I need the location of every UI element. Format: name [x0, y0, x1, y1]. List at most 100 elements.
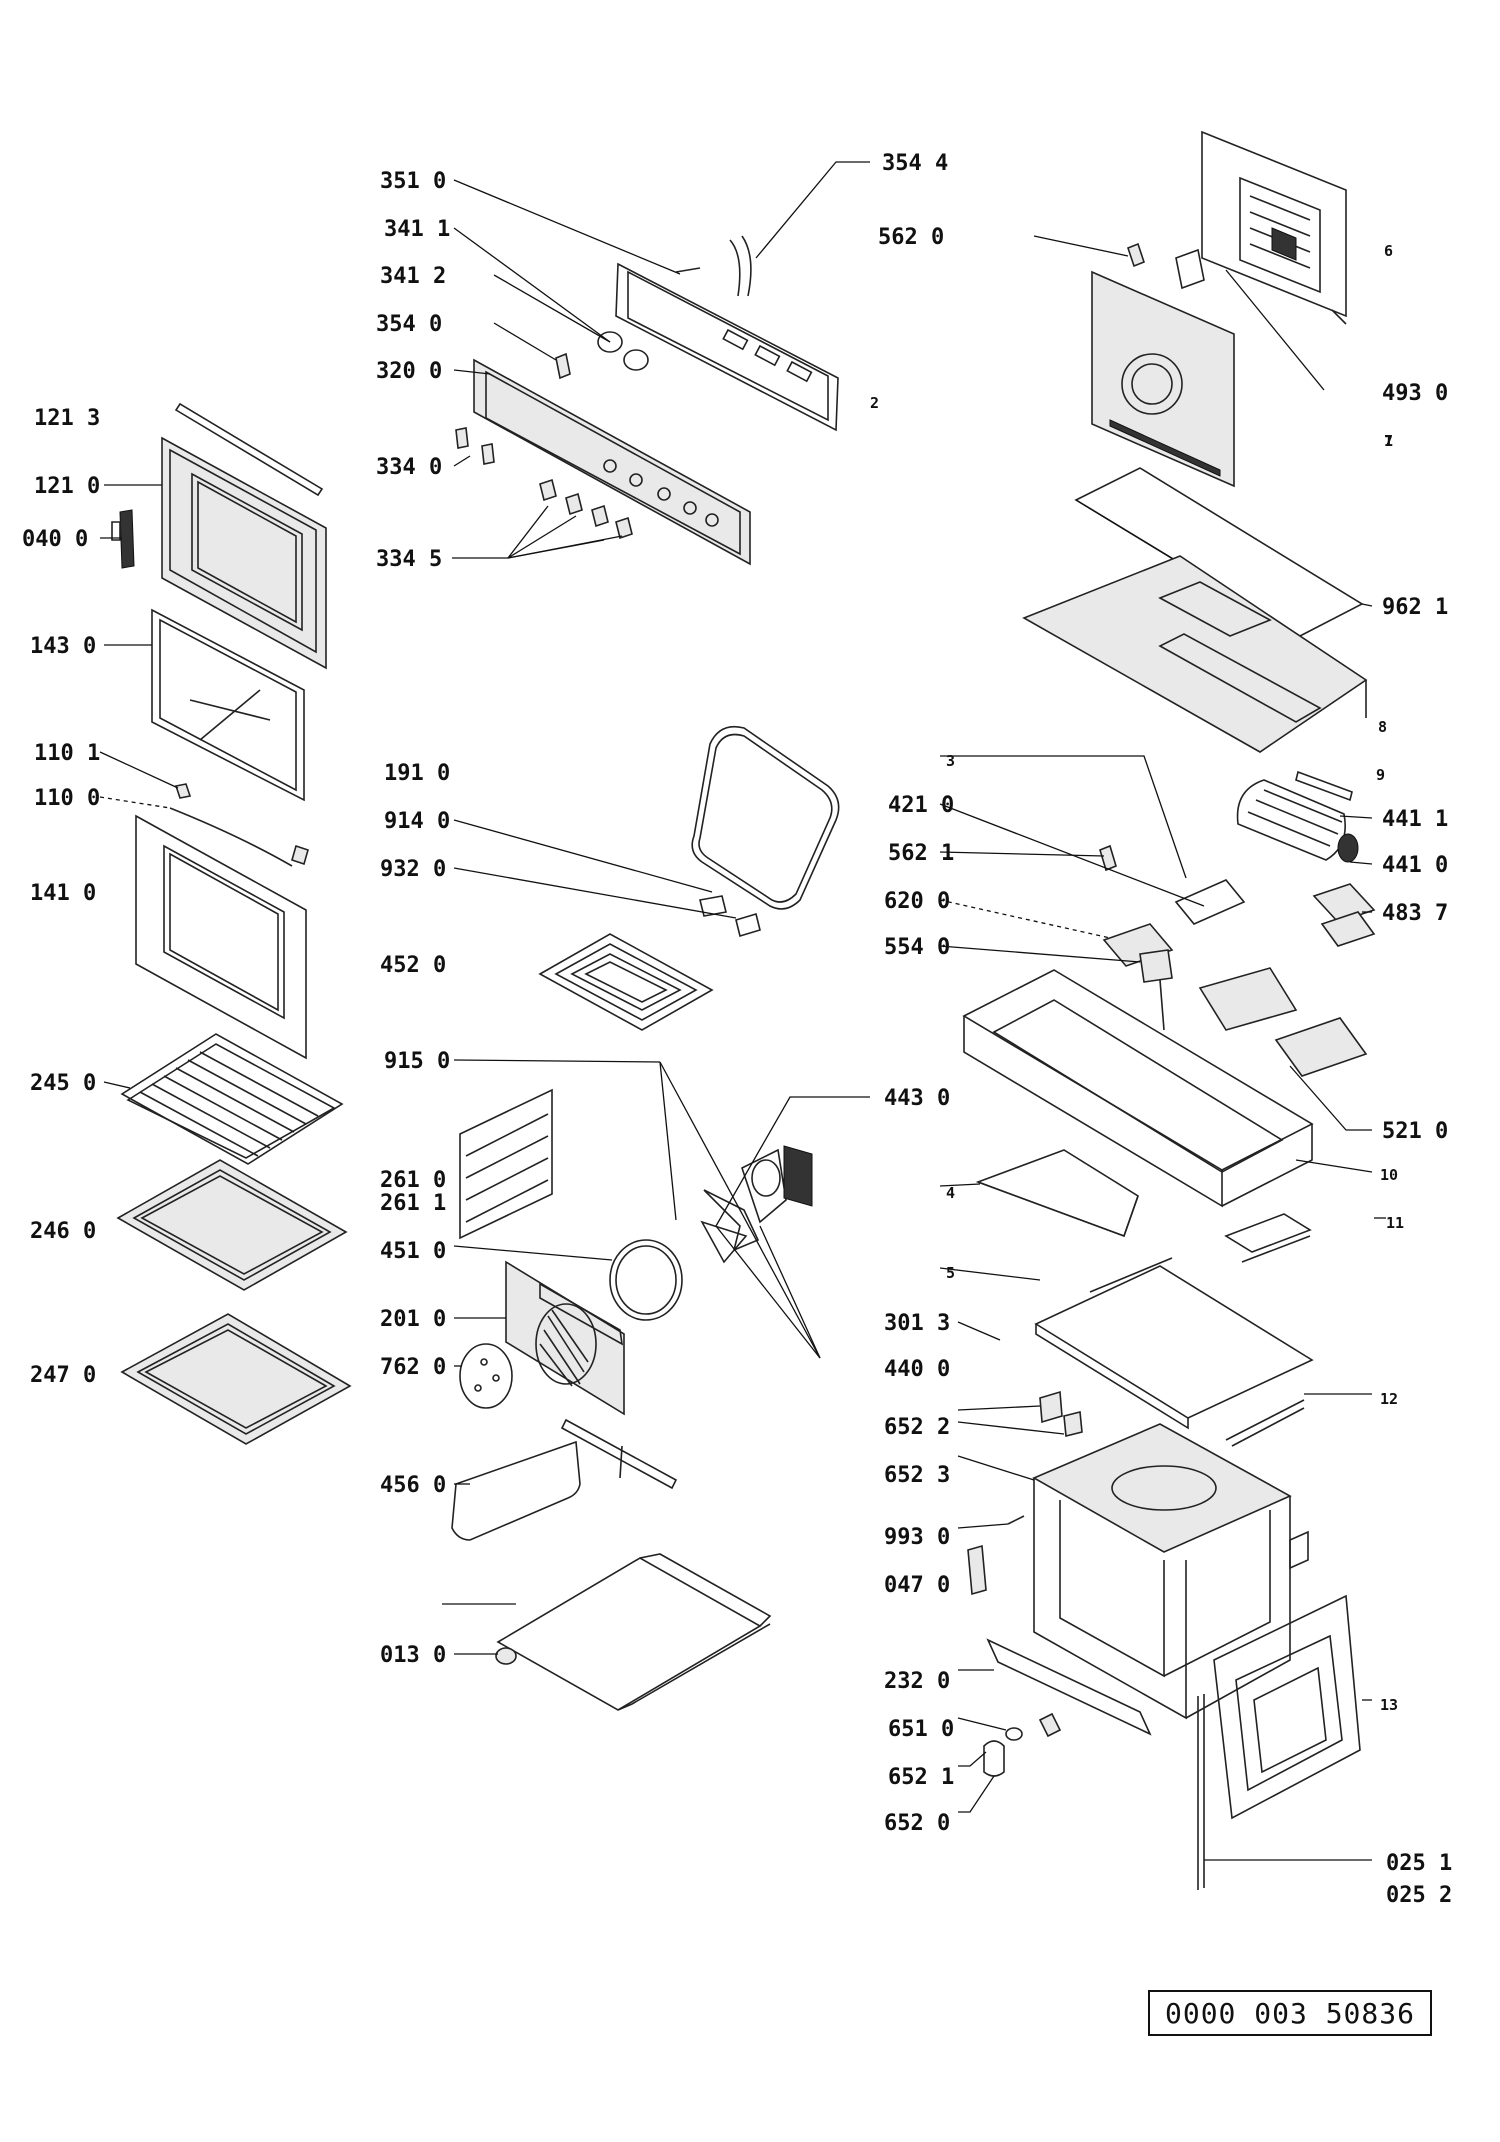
label-121-3: 121 3: [34, 406, 100, 431]
switches-620: [1099, 844, 1246, 967]
label-562-1: 562 1: [888, 841, 954, 866]
label-341-2: 341 2: [380, 264, 446, 289]
baking-tray-247: [120, 1313, 352, 1445]
label-652-1: 652 1: [888, 1765, 954, 1790]
label-456-0: 456 0: [380, 1473, 446, 1498]
bracket-11: [1224, 1213, 1312, 1263]
label-521-0: 521 0: [1382, 1119, 1448, 1144]
label-110-0: 110 0: [34, 786, 100, 811]
marker-7: 7: [1384, 432, 1393, 450]
label-915-0: 915 0: [384, 1049, 450, 1074]
bottom-panel-013: [495, 1553, 772, 1711]
label-441-1: 441 1: [1382, 807, 1448, 832]
label-483-7: 483 7: [1382, 901, 1448, 926]
label-191-0: 191 0: [384, 761, 450, 786]
assembly-markers: 1 2 3 4 5 6 7 8 9 10 11 12 13: [870, 242, 1404, 1714]
thermostat-554: [1139, 949, 1173, 1031]
label-652-0: 652 0: [884, 1811, 950, 1836]
top-panel-456: [451, 1418, 678, 1541]
label-652-3: 652 3: [884, 1463, 950, 1488]
label-914-0: 914 0: [384, 809, 450, 834]
marker-12: 12: [1380, 1390, 1398, 1408]
top-plate-8: [1022, 555, 1368, 753]
marker-8: 8: [1378, 718, 1387, 736]
marker-2: 2: [870, 394, 879, 412]
label-334-0: 334 0: [376, 455, 442, 480]
relays-483: [1312, 883, 1376, 947]
side-panel-13: [1197, 1594, 1361, 1890]
label-047-0: 047 0: [884, 1573, 950, 1598]
label-451-0: 451 0: [380, 1239, 446, 1264]
label-261-0: 261 0: [380, 1168, 446, 1193]
label-354-4: 354 4: [882, 151, 948, 176]
fan-motor-441: [1236, 770, 1359, 863]
label-652-2: 652 2: [884, 1415, 950, 1440]
label-201-0: 201 0: [380, 1307, 446, 1332]
base-tray-10: [962, 969, 1314, 1208]
label-440-0: 440 0: [884, 1357, 950, 1382]
rear-panel-201: [505, 1260, 625, 1416]
label-932-0: 932 0: [380, 857, 446, 882]
cover-762: [459, 1343, 513, 1409]
shelf-supports-261: [459, 1088, 553, 1240]
label-110-1: 110 1: [34, 741, 100, 766]
part-labels: 351 0 341 1 341 2 354 0 320 0 334 0 334 …: [22, 151, 1452, 1908]
marker-4: 4: [946, 1184, 955, 1202]
plate-5: [1034, 1257, 1314, 1430]
label-993-0: 993 0: [884, 1525, 950, 1550]
label-245-0: 245 0: [30, 1071, 96, 1096]
label-320-0: 320 0: [376, 359, 442, 384]
fan-ring-451: [609, 1239, 683, 1321]
label-143-0: 143 0: [30, 634, 96, 659]
label-762-0: 762 0: [380, 1355, 446, 1380]
label-040-0: 040 0: [22, 527, 88, 552]
label-247-0: 247 0: [30, 1363, 96, 1388]
label-301-3: 301 3: [884, 1311, 950, 1336]
label-651-0: 651 0: [888, 1717, 954, 1742]
rear-housing-6: [1201, 130, 1347, 325]
terminal-blocks-521: [1198, 967, 1368, 1077]
plate-4: [975, 1149, 1139, 1238]
control-panel: [455, 235, 839, 566]
label-141-0: 141 0: [30, 881, 96, 906]
document-number: 0000 003 50836: [1164, 1996, 1415, 2030]
door-seal-191: [691, 725, 840, 910]
label-443-0: 443 0: [884, 1086, 950, 1111]
oven-rack-245: [120, 1033, 344, 1165]
hinge-parts-652: [967, 1390, 1152, 1777]
label-452-0: 452 0: [380, 953, 446, 978]
label-493-0: 493 0: [1382, 381, 1448, 406]
label-620-0: 620 0: [884, 889, 950, 914]
fan-443: [700, 1145, 813, 1264]
label-121-0: 121 0: [34, 474, 100, 499]
baking-tray-246: [116, 1159, 348, 1291]
label-554-0: 554 0: [884, 935, 950, 960]
label-025-1: 025 1: [1386, 1851, 1452, 1876]
marker-10: 10: [1380, 1166, 1398, 1184]
label-025-2: 025 2: [1386, 1883, 1452, 1908]
marker-1: 1: [1384, 432, 1393, 450]
marker-13: 13: [1380, 1696, 1398, 1714]
label-246-0: 246 0: [30, 1219, 96, 1244]
label-232-0: 232 0: [884, 1669, 950, 1694]
label-013-0: 013 0: [380, 1643, 446, 1668]
label-261-1: 261 1: [380, 1191, 446, 1216]
label-421-0: 421 0: [888, 793, 954, 818]
motor-housing-7: [1091, 242, 1235, 488]
label-441-0: 441 0: [1382, 853, 1448, 878]
label-562-0: 562 0: [878, 225, 944, 250]
label-334-5: 334 5: [376, 547, 442, 572]
grill-element-452: [538, 895, 761, 1031]
leader-lines: [99, 161, 1386, 1861]
marker-6: 6: [1384, 242, 1393, 260]
label-341-1: 341 1: [384, 217, 450, 242]
label-354-0: 354 0: [376, 312, 442, 337]
marker-11: 11: [1386, 1214, 1404, 1232]
document-number-box: 0000 003 50836: [1148, 1990, 1432, 2036]
label-962-1: 962 1: [1382, 595, 1448, 620]
oven-cavity: [1032, 1423, 1309, 1720]
door-assembly: [111, 402, 327, 1060]
label-351-0: 351 0: [380, 169, 446, 194]
marker-9: 9: [1376, 766, 1385, 784]
